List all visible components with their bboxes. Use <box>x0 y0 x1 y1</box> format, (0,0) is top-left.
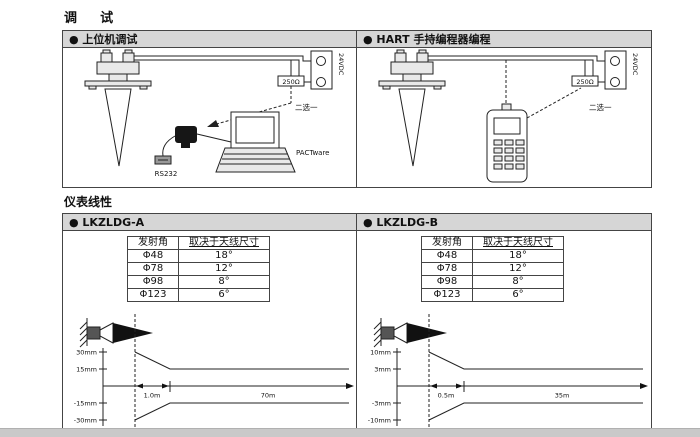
antenna-size: Φ48 <box>421 249 473 263</box>
panel-pc-debug: ● 上位机调试 <box>63 31 357 187</box>
page-title: 调 试 <box>64 11 115 26</box>
beam-angle: 18° <box>178 249 270 263</box>
table-row: Φ48 18° <box>421 249 564 263</box>
panel-pc-debug-body: 24VDC 250Ω 二选一 <box>63 48 356 187</box>
page-bottom-strip <box>0 428 700 437</box>
resistor-label: 250Ω <box>282 78 299 86</box>
y-label-mid-top: 15mm <box>76 366 97 374</box>
radar-icon <box>86 322 153 344</box>
mount-hatch <box>373 318 382 348</box>
error-band <box>134 351 349 421</box>
y-label-mid-top: 3mm <box>374 366 391 374</box>
near-range-label: 0.5m <box>438 392 455 400</box>
y-label-top: 10mm <box>370 349 391 357</box>
panel-pc-debug-header: ● 上位机调试 <box>63 31 356 48</box>
hart-modem: RS232 <box>154 126 197 178</box>
table-row: Φ123 6° <box>421 288 564 302</box>
panel-lkzldg-a: ● LKZLDG-A 发射角 取决于天线尺寸 Φ48 18° Φ78 12° <box>63 214 357 436</box>
beam-angle: 8° <box>178 275 270 289</box>
resistor-label: 250Ω <box>576 78 593 86</box>
table-row: Φ98 8° <box>421 275 564 289</box>
panel-hart-programming-header: ● HART 手持编程器编程 <box>357 31 651 48</box>
table-row: Φ78 12° <box>127 262 270 276</box>
panel-lkzldg-b-header: ● LKZLDG-B <box>357 214 651 231</box>
hart-programming-diagram: 24VDC 250Ω 二选一 <box>378 49 639 183</box>
debug-section: ● 上位机调试 <box>62 30 652 188</box>
choose-one-connection: 二选一 <box>505 60 612 119</box>
y-label-mid-bot: -3mm <box>372 400 391 408</box>
panel-hart-programming-body: 24VDC 250Ω 二选一 <box>357 48 651 187</box>
near-range-label: 1.0m <box>144 392 161 400</box>
antenna-size: Φ78 <box>127 262 179 276</box>
col-header-angle: 发射角 <box>421 236 473 250</box>
panel-hart-programming: ● HART 手持编程器编程 <box>357 31 651 187</box>
choose-one-label: 二选一 <box>589 102 612 112</box>
radar-icon <box>380 322 447 344</box>
beam-angle: 18° <box>472 249 564 263</box>
radar-level-transmitter <box>378 49 446 167</box>
handheld-programmer <box>486 103 528 183</box>
linearity-section: ● LKZLDG-A 发射角 取决于天线尺寸 Φ48 18° Φ78 12° <box>62 213 652 437</box>
software-label: PACTware <box>296 149 330 157</box>
far-range-label: 35m <box>555 392 570 400</box>
antenna-size: Φ123 <box>421 288 473 302</box>
beam-angle: 12° <box>472 262 564 276</box>
antenna-size: Φ78 <box>421 262 473 276</box>
linearity-section-title: 仪表线性 <box>64 195 113 209</box>
far-range-label: 70m <box>261 392 276 400</box>
error-band <box>428 351 643 421</box>
y-label-bot: -10mm <box>368 417 391 425</box>
beam-angle-table-a: 发射角 取决于天线尺寸 Φ48 18° Φ78 12° Φ98 8° <box>127 236 270 302</box>
table-row: Φ98 8° <box>127 275 270 289</box>
rs232-label: RS232 <box>155 170 178 178</box>
beam-angle: 8° <box>472 275 564 289</box>
table-row: Φ78 12° <box>421 262 564 276</box>
table-header-row: 发射角 取决于天线尺寸 <box>421 236 564 250</box>
panel-lkzldg-b: ● LKZLDG-B 发射角 取决于天线尺寸 Φ48 18° Φ78 12° <box>357 214 651 436</box>
antenna-size: Φ98 <box>421 275 473 289</box>
power-supply-label: 24VDC <box>631 53 639 76</box>
antenna-size: Φ123 <box>127 288 179 302</box>
wiring-loop: 24VDC 250Ω <box>134 50 345 90</box>
panel-lkzldg-b-body: 发射角 取决于天线尺寸 Φ48 18° Φ78 12° Φ98 8° <box>357 231 651 436</box>
power-supply-label: 24VDC <box>337 53 345 76</box>
axes <box>99 314 354 432</box>
antenna-size: Φ98 <box>127 275 179 289</box>
radar-level-transmitter <box>84 49 152 167</box>
col-header-size: 取决于天线尺寸 <box>472 236 564 250</box>
pc-debug-diagram: 24VDC 250Ω 二选一 <box>84 49 345 178</box>
beam-angle: 6° <box>472 288 564 302</box>
choose-one-label: 二选一 <box>295 102 318 112</box>
panel-lkzldg-a-body: 发射角 取决于天线尺寸 Φ48 18° Φ78 12° Φ98 8° <box>63 231 356 436</box>
antenna-size: Φ48 <box>127 249 179 263</box>
accuracy-diagram-a: 30mm 15mm -15mm -30mm 1.0m 70m <box>74 314 354 432</box>
table-row: Φ48 18° <box>127 249 270 263</box>
datasheet-page: 调 试 ● 上位机调试 <box>62 5 652 437</box>
y-label-bot: -30mm <box>74 417 97 425</box>
beam-angle-table-b: 发射角 取决于天线尺寸 Φ48 18° Φ78 12° Φ98 8° <box>421 236 564 302</box>
laptop: PACTware <box>196 111 330 173</box>
beam-angle: 6° <box>178 288 270 302</box>
accuracy-diagram-b: 10mm 3mm -3mm -10mm 0.5m 35m <box>368 314 648 432</box>
col-header-angle: 发射角 <box>127 236 179 250</box>
table-header-row: 发射角 取决于天线尺寸 <box>127 236 270 250</box>
mount-hatch <box>79 318 88 348</box>
y-label-mid-bot: -15mm <box>74 400 97 408</box>
wiring-loop: 24VDC 250Ω <box>428 50 639 90</box>
y-label-top: 30mm <box>76 349 97 357</box>
panel-lkzldg-a-header: ● LKZLDG-A <box>63 214 356 231</box>
axes <box>393 314 648 432</box>
col-header-size: 取决于天线尺寸 <box>178 236 270 250</box>
beam-angle: 12° <box>178 262 270 276</box>
table-row: Φ123 6° <box>127 288 270 302</box>
